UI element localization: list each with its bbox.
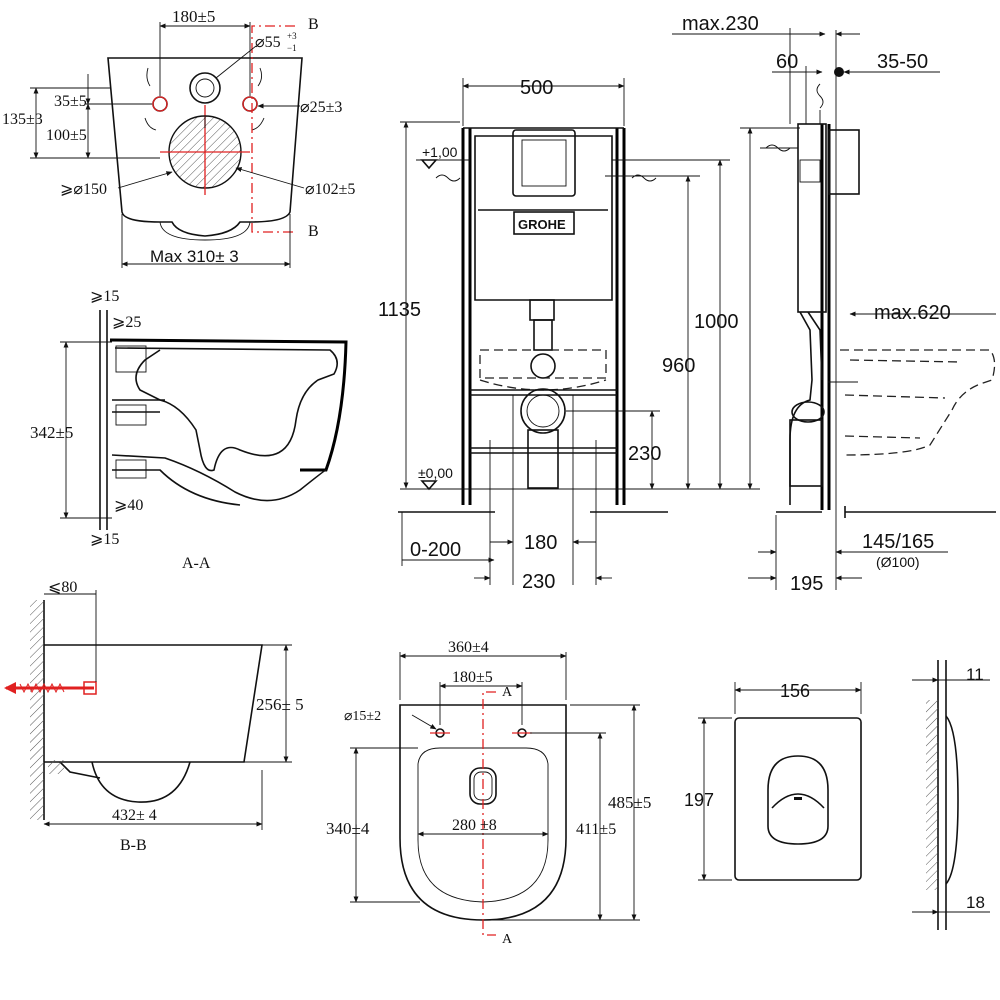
bowl-section-a-bottom-label: A bbox=[502, 932, 513, 947]
top-width-180-label: 180±5 bbox=[172, 7, 215, 26]
bowl-h411-label: 411±5 bbox=[576, 821, 616, 838]
frame-w230-label: 230 bbox=[522, 571, 555, 593]
h35-label: 35±5 bbox=[54, 93, 87, 110]
side-d195-label: 195 bbox=[790, 573, 823, 595]
bowl-top-view: A A 360±4 180±5 ⌀15±2 340±4 280 ±8 411±5… bbox=[326, 639, 651, 947]
d102-label: ⌀102±5 bbox=[305, 181, 355, 198]
bowl-w360-label: 360±4 bbox=[448, 639, 489, 656]
grohe-brand-label: GROHE bbox=[518, 217, 566, 232]
side-d100-label: (Ø100) bbox=[876, 554, 920, 570]
bb-caption: B-B bbox=[120, 837, 147, 854]
section-b-bottom-label: B bbox=[308, 223, 319, 240]
bowl-h485-label: 485±5 bbox=[608, 793, 651, 812]
side-max620-label: max.620 bbox=[874, 302, 951, 324]
aa-caption: A-A bbox=[182, 555, 211, 572]
aa-min15-bottom-label: ⩾15 bbox=[90, 531, 119, 548]
side-d145-165-label: 145/165 bbox=[862, 531, 934, 553]
top-view: B B 180±5 ⌀55 +3 −1 ⌀25±3 35±5 135±3 100… bbox=[2, 7, 355, 268]
aa-height-342-label: 342±5 bbox=[30, 423, 73, 442]
bb-h256-label: 256± 5 bbox=[256, 695, 304, 714]
max-310-label: Max 310± 3 bbox=[150, 247, 239, 266]
frame-width-500-label: 500 bbox=[520, 77, 553, 99]
d55-tol-upper: +3 bbox=[287, 31, 297, 41]
level-plus-label: +1,00 bbox=[422, 144, 458, 160]
bowl-w280-label: 280 ±8 bbox=[452, 817, 497, 834]
section-bb: ⩽80 256± 5 432± 4 B-B bbox=[4, 579, 304, 854]
flush-plate: 156 197 11 18 bbox=[684, 660, 990, 930]
plate-h197-label: 197 bbox=[684, 790, 714, 810]
frame-h960-label: 960 bbox=[662, 355, 695, 377]
aa-min15-top-label: ⩾15 bbox=[90, 288, 119, 305]
frame-range-0-200-label: 0-200 bbox=[410, 539, 461, 561]
h100-label: 100±5 bbox=[46, 127, 87, 144]
bowl-d15-label: ⌀15±2 bbox=[344, 709, 381, 724]
frame-front-view: GROHE 500 1135 +1,00 ±0,00 bbox=[378, 77, 800, 593]
d55-tol-lower: −1 bbox=[287, 43, 297, 53]
h135-label: 135±3 bbox=[2, 111, 43, 128]
aa-min25-label: ⩾25 bbox=[112, 314, 141, 331]
side-d35-50-label: 35-50 bbox=[877, 51, 928, 73]
side-d60-label: 60 bbox=[776, 51, 798, 73]
frame-side-view: max.230 60 35-50 max.620 145/165 (Ø100) … bbox=[672, 13, 996, 595]
side-max230-label: max.230 bbox=[682, 13, 759, 35]
bowl-section-a-top-label: A bbox=[502, 685, 513, 700]
aa-min40-label: ⩾40 bbox=[114, 497, 143, 514]
bb-len432-label: 432± 4 bbox=[112, 807, 157, 824]
frame-h230-label: 230 bbox=[628, 443, 661, 465]
bowl-w180-label: 180±5 bbox=[452, 669, 493, 686]
bb-max80-label: ⩽80 bbox=[48, 579, 77, 596]
plate-d18-label: 18 bbox=[966, 893, 985, 912]
plate-d11-label: 11 bbox=[966, 665, 984, 684]
bowl-h340-label: 340±4 bbox=[326, 819, 370, 838]
frame-h1135-label: 1135 bbox=[378, 299, 421, 321]
section-aa: 342±5 ⩾15 ⩾25 ⩾40 ⩾15 A-A bbox=[30, 288, 348, 572]
level-zero-label: ±0,00 bbox=[418, 465, 453, 481]
frame-w180-label: 180 bbox=[524, 532, 557, 554]
d25-label: ⌀25±3 bbox=[300, 99, 342, 116]
frame-h1000-label: 1000 bbox=[694, 311, 739, 333]
d55-label: ⌀55 bbox=[255, 34, 281, 51]
d150-label: ⩾⌀150 bbox=[60, 181, 107, 198]
section-b-top-label: B bbox=[308, 16, 319, 33]
anchor-bolt bbox=[4, 681, 97, 695]
plate-w156-label: 156 bbox=[780, 681, 810, 701]
